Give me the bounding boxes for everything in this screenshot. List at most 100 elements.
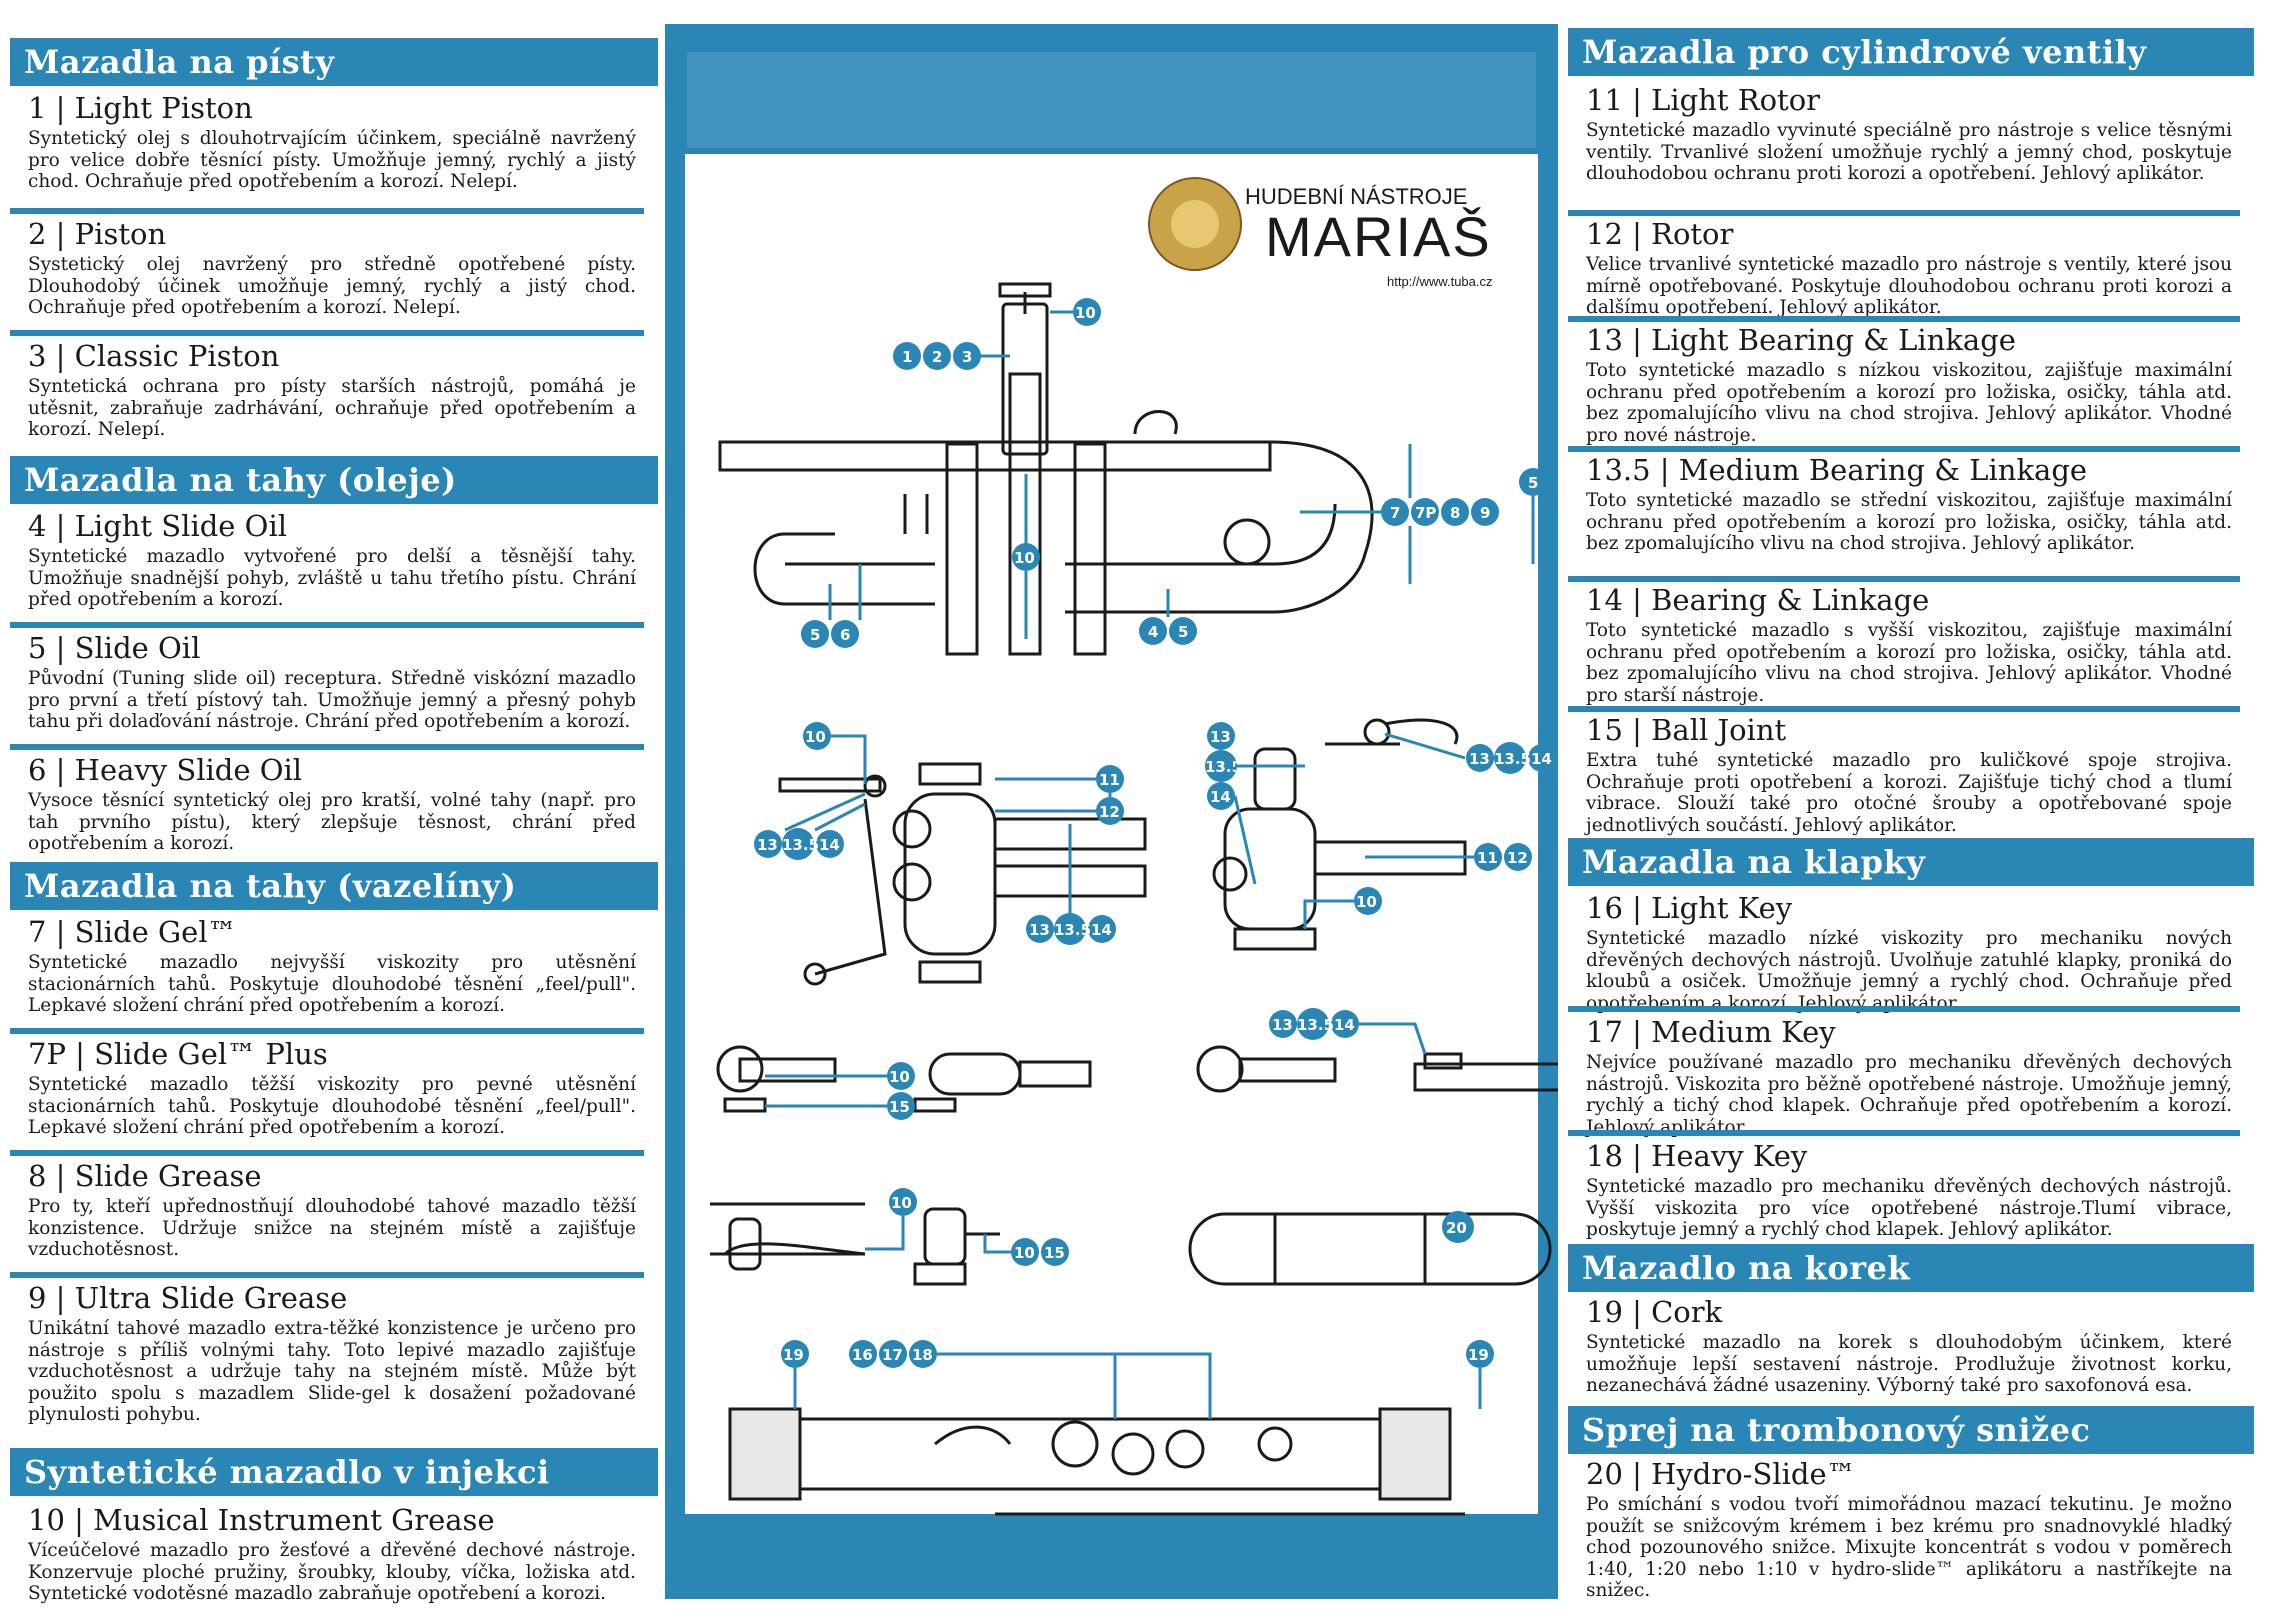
rotary-cap-2 <box>1233 927 1317 951</box>
leader-10f <box>865 1216 905 1251</box>
callout-16: 16 <box>852 1346 873 1364</box>
entry-body: Toto syntetické mazadlo s vyšší viskozit… <box>1586 620 2232 706</box>
callout-1: 1 <box>902 348 912 366</box>
callout-10c: 10 <box>805 728 826 746</box>
entry-2: 2 | Piston Systetický olej navržený pro … <box>10 216 644 336</box>
entry-body: Původní (Tuning slide oil) receptura. St… <box>28 668 636 732</box>
callout-group-161718: 16 17 18 <box>849 1340 937 1368</box>
leader-10d <box>1303 899 1354 929</box>
entry-title: 14 | Bearing & Linkage <box>1586 583 1930 617</box>
callout-group-20: 20 <box>1442 1211 1474 1243</box>
rotary-casing <box>903 792 997 956</box>
trumpet-diagram <box>718 282 1374 656</box>
entry-19: 19 | Cork Syntetické mazadlo na korek s … <box>1568 1294 2240 1397</box>
entry-body: Po smíchání s vodou tvoří mimořádnou maz… <box>1586 1494 2232 1601</box>
entry-7: 7 | Slide Gel™ Syntetické mazadlo nejvyš… <box>10 914 644 1034</box>
key-post-2 <box>913 1097 957 1113</box>
entry-body: Syntetický olej s dlouhotrvajícím účinke… <box>28 128 636 192</box>
entry-12: 12 | Rotor Velice trvanlivé syntetické m… <box>1568 216 2240 322</box>
callout-group-13-bottom: 13 13.5 14 <box>1026 913 1116 945</box>
callout-group-10-keys: 10 <box>887 1062 915 1090</box>
divider <box>1568 446 2240 452</box>
rotary-linkage-joint <box>1363 718 1391 746</box>
clarinet-tone-hole-2 <box>1111 1432 1155 1476</box>
bottom-band <box>665 1514 1558 1599</box>
rotary-lever <box>814 798 887 976</box>
callout-5c: 5 <box>1178 623 1188 641</box>
rotary-valve-diagram-left <box>778 762 1147 986</box>
callout-bubbles: 1 2 3 10 10 5 7 7P <box>754 298 1556 1368</box>
key-cup-2 <box>928 1052 1022 1096</box>
entry-title: 10 | Musical Instrument Grease <box>28 1503 495 1537</box>
clarinet-key-4 <box>1257 1426 1293 1462</box>
entry-3: 3 | Classic Piston Syntetická ochrana pr… <box>10 338 644 441</box>
callout-17: 17 <box>882 1346 903 1364</box>
section-header-pistons: Mazadla na písty <box>10 38 658 86</box>
entry-title: 4 | Light Slide Oil <box>28 509 287 543</box>
callout-group-13-keys: 13 13.5 14 <box>1269 1008 1359 1040</box>
entry-8: 8 | Slide Grease Pro ty, kteří upřednost… <box>10 1158 644 1278</box>
callout-13b: 13 <box>1029 921 1050 939</box>
callout-group-13-left: 13 13.5 14 <box>754 828 844 860</box>
rotary-lever-joint <box>803 962 827 986</box>
entry-body: Víceúčelové mazadlo pro žesťové a dřevěn… <box>28 1540 636 1604</box>
divider <box>1568 1130 2240 1136</box>
valve-3 <box>1073 442 1107 656</box>
leader-56 <box>828 564 862 620</box>
rotary-casing-2 <box>1223 807 1317 931</box>
instrument-diagrams: HUDEBNÍ NÁSTROJE MARIAŠ http://www.tuba.… <box>665 24 1558 1599</box>
divider <box>1568 576 2240 582</box>
section-header-keys: Mazadla na klapky <box>1568 838 2254 886</box>
callout-11b: 11 <box>1477 849 1498 867</box>
leader-15 <box>765 1074 887 1108</box>
callout-4: 4 <box>1148 623 1158 641</box>
callout-8: 8 <box>1450 504 1460 522</box>
entry-title: 16 | Light Key <box>1586 891 1793 925</box>
entry-body: Vysoce těsnící syntetický olej pro kratš… <box>28 790 636 854</box>
entry-10: 10 | Musical Instrument Grease Víceúčelo… <box>10 1502 644 1605</box>
leader-13-right <box>1233 764 1305 885</box>
divider <box>10 1028 644 1034</box>
key-screw-4 <box>1423 1052 1463 1070</box>
entry-13: 13 | Light Bearing & Linkage Toto syntet… <box>1568 322 2240 452</box>
entry-title: 6 | Heavy Slide Oil <box>28 753 303 787</box>
callout-15b: 15 <box>1044 1244 1065 1262</box>
callout-group-45: 4 5 <box>1139 617 1197 645</box>
callout-13d: 13 <box>1469 750 1490 768</box>
callout-group-10b: 10 <box>1012 543 1040 571</box>
key-rod-4 <box>1413 1062 1558 1092</box>
valve-ring <box>1223 518 1271 566</box>
logo-line1: HUDEBNÍ NÁSTROJE <box>1245 184 1467 209</box>
entry-16: 16 | Light Key Syntetické mazadlo nízké … <box>1568 890 2240 1014</box>
entry-body: Syntetické mazadlo těžší viskozity pro p… <box>28 1074 636 1138</box>
divider <box>10 208 644 214</box>
callout-group-13-right2: 13 13.5 14 <box>1466 742 1556 774</box>
entry-7p: 7P | Slide Gel™ Plus Syntetické mazadlo … <box>10 1036 644 1156</box>
callout-group-13-right: 13 13.5 14 <box>1205 722 1242 810</box>
trumpet-inner-curve <box>1065 503 1337 566</box>
entry-17: 17 | Medium Key Nejvíce používané mazadl… <box>1568 1014 2240 1138</box>
entry-body: Systetický olej navržený pro středně opo… <box>28 254 636 318</box>
callout-13-5b: 13.5 <box>1054 921 1091 939</box>
entry-body: Pro ty, kteří upřednostňují dlouhodobé t… <box>28 1196 636 1260</box>
rotary-spindle <box>1253 747 1297 811</box>
spring-post <box>728 1217 762 1271</box>
callout-group-56: 5 6 <box>801 620 859 648</box>
rotary-ball-joint <box>863 774 887 798</box>
entry-body: Syntetické mazadlo pro mechaniku dřevěný… <box>1586 1176 2232 1240</box>
entry-title: 3 | Classic Piston <box>28 339 280 373</box>
callout-group-10: 10 <box>1073 298 1101 326</box>
callout-10d: 10 <box>1356 893 1377 911</box>
entry-6: 6 | Heavy Slide Oil Vysoce těsnící synte… <box>10 752 644 855</box>
entry-body: Nejvíce používané mazadlo pro mechaniku … <box>1586 1052 2232 1138</box>
entry-title: 13.5 | Medium Bearing & Linkage <box>1586 453 2088 487</box>
tuba-bell-icon <box>1171 200 1219 248</box>
leader-13-keys <box>1359 1022 1427 1055</box>
entry-title: 12 | Rotor <box>1586 217 1734 251</box>
entry-title: 5 | Slide Oil <box>28 631 201 665</box>
callout-18: 18 <box>912 1346 933 1364</box>
leader-10c <box>831 734 867 784</box>
leader-1112 <box>995 777 1112 813</box>
key-details <box>716 1045 1558 1113</box>
clarinet-tone-hole-1 <box>1051 1420 1099 1468</box>
